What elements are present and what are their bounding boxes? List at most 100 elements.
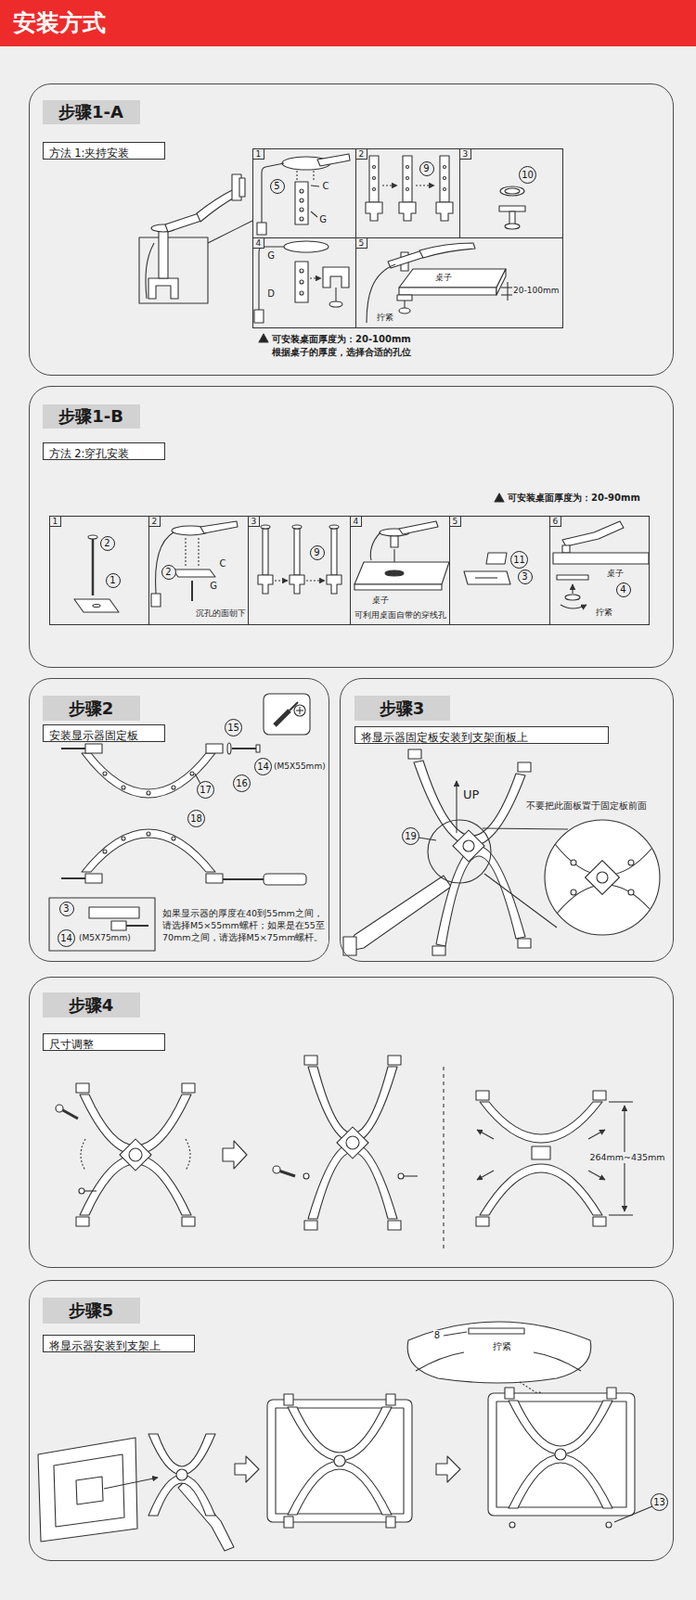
- line-art: [387, 1056, 401, 1066]
- line-art: [517, 762, 531, 773]
- line-art: [111, 921, 127, 931]
- line-art: [80, 1139, 86, 1172]
- line-art: [283, 1517, 294, 1529]
- line-art: [366, 264, 396, 323]
- line-art: [399, 287, 497, 296]
- line-art: [303, 1173, 310, 1180]
- line-art: [91, 538, 95, 596]
- annotation: 20-100mm: [512, 285, 560, 297]
- line-art: [121, 837, 126, 841]
- step-frame: 4: [349, 515, 451, 626]
- line-art: [126, 925, 149, 928]
- line-art: [508, 1401, 613, 1456]
- method-title: 将显示器固定板安装到支架面板上: [355, 730, 532, 747]
- line-art: [463, 840, 475, 852]
- callout-text: 3: [63, 904, 69, 915]
- method-box: 方法 2:穿孔安装: [42, 442, 166, 461]
- annotation: 可利用桌面自带的穿线孔: [353, 610, 448, 621]
- method-box: 尺寸调整: [42, 1033, 166, 1052]
- line-art: [172, 569, 216, 578]
- line-art: [494, 493, 504, 503]
- line-art: [571, 584, 573, 594]
- method-title: 方法 1:夹持安装: [43, 145, 134, 162]
- line-art: [76, 1217, 90, 1227]
- line-art: [614, 1507, 653, 1523]
- line-art: [85, 874, 103, 884]
- line-art: [565, 594, 580, 601]
- step-frame: 121: [49, 515, 150, 626]
- annotation: 拧紧: [375, 312, 395, 323]
- line-art: [373, 166, 376, 169]
- line-art: [399, 308, 411, 314]
- frame-number: 5: [450, 516, 463, 528]
- frame-number: 2: [356, 149, 369, 160]
- line-art: [628, 889, 634, 896]
- line-art: [386, 1517, 396, 1529]
- step-panel: 步骤1-B方法 2:穿孔安装12122394511364: [28, 386, 674, 669]
- annotation: UP: [462, 787, 480, 803]
- line-art: [278, 1171, 296, 1177]
- callout-text: 13: [653, 1498, 666, 1508]
- line-art: [436, 846, 526, 947]
- line-art: [258, 334, 269, 343]
- line-art: [329, 525, 339, 529]
- line-art: [258, 246, 284, 310]
- line-art: [370, 532, 381, 561]
- line-art: [398, 1173, 404, 1180]
- callout-text: 2: [103, 539, 110, 549]
- line-art: [222, 1141, 247, 1170]
- line-art: [346, 1136, 360, 1150]
- line-art: [354, 584, 442, 591]
- line-art: [475, 577, 498, 579]
- line-art: [476, 1091, 490, 1101]
- annotation: 如果显示器的厚度在40到55mm之间，请选择M5×55mm螺杆；如果是在55至7…: [161, 907, 329, 944]
- line-art: [592, 1217, 606, 1227]
- line-art: [200, 521, 238, 534]
- step-1a-art: [139, 154, 526, 343]
- line-art: [165, 213, 202, 232]
- callout-text: 5: [273, 181, 280, 192]
- callout-text: 14: [60, 934, 73, 944]
- line-art: [197, 538, 199, 568]
- step-frame: 15: [252, 148, 357, 239]
- callout-number: 4: [616, 582, 632, 598]
- line-art: [501, 294, 513, 296]
- callout-text: 9: [423, 164, 429, 174]
- line-art: [61, 877, 86, 880]
- line-art: [304, 1221, 318, 1231]
- line-art: [397, 295, 413, 301]
- line-art: [331, 528, 337, 576]
- line-art: [504, 1388, 515, 1400]
- line-art: [294, 705, 306, 717]
- frame-number: 4: [350, 516, 363, 528]
- line-art: [257, 222, 267, 235]
- line-art: [191, 580, 194, 602]
- line-art: [508, 1455, 613, 1509]
- annotation: 桌子: [434, 272, 453, 284]
- line-art: [151, 593, 161, 607]
- line-art: [387, 1221, 401, 1231]
- line-art: [181, 1083, 195, 1094]
- line-art: [260, 525, 271, 529]
- line-art: [103, 850, 107, 854]
- line-art: [287, 1407, 392, 1462]
- line-art: [254, 309, 264, 323]
- line-art: [373, 177, 376, 181]
- step-heading: 步骤3: [354, 696, 451, 722]
- annotation: 可安装桌面厚度为：20-90mm: [506, 492, 642, 505]
- line-art: [309, 277, 322, 279]
- line-art: [299, 269, 304, 273]
- line-art: [509, 1522, 516, 1529]
- line-art: [628, 860, 634, 866]
- line-art: [486, 553, 507, 565]
- line-art: [415, 184, 435, 186]
- line-art: [504, 223, 520, 230]
- frame-number: 6: [550, 516, 563, 528]
- line-art: [482, 828, 568, 830]
- frame-number: 5: [356, 238, 369, 249]
- line-art: [606, 1388, 617, 1400]
- line-art: [232, 747, 257, 750]
- line-art: [354, 562, 450, 585]
- step-heading: 步骤1-A: [42, 100, 141, 125]
